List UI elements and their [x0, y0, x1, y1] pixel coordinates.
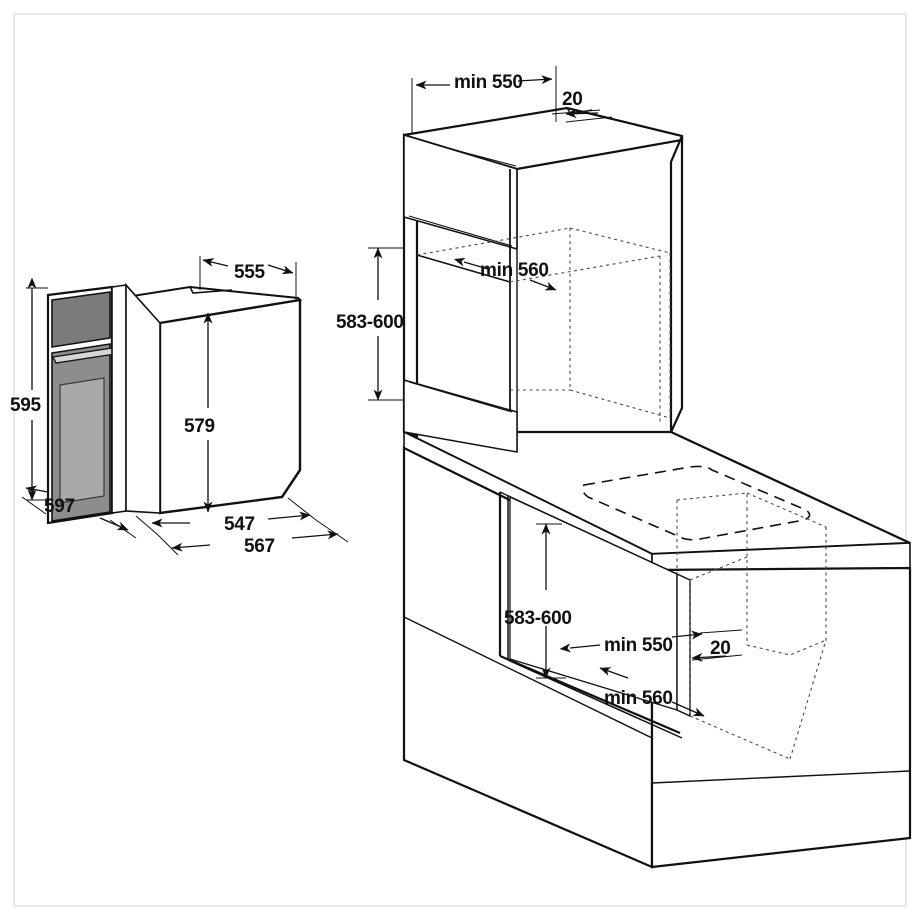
lower-hidden-bottom-c [746, 639, 827, 656]
dim-547: 547 [135, 497, 317, 536]
lower-hidden-oven [676, 492, 827, 760]
lower-hidden-bottom-a [689, 715, 791, 760]
lower-niche-right-panel [676, 572, 691, 718]
oven-top-notch [189, 286, 233, 294]
dim-upper-min560-arrow-right [529, 279, 557, 291]
dim-upper-583-600: 583-600 [336, 247, 404, 401]
dim-top-min550-arrow-right [517, 75, 553, 85]
oven-control-panel [51, 291, 111, 348]
lower-hidden-top-b [746, 492, 827, 528]
dim-555-label: 555 [234, 262, 266, 283]
tall-cabinet [402, 106, 684, 453]
dim-567-label: 567 [244, 536, 275, 557]
dim-top-20-ext-b [565, 116, 613, 123]
oven-chamfer-edge [281, 469, 301, 498]
upper-hidden-niche [416, 227, 671, 424]
lower-niche [498, 491, 691, 739]
dim-lower-20-ext-a [699, 629, 743, 634]
dim-top-20: 20 [551, 89, 613, 123]
dim-lower-583-600: 583-600 [504, 523, 572, 679]
page-border [13, 13, 907, 907]
dim-lower-20-label: 20 [710, 638, 731, 659]
dim-top-min550-label: min 550 [454, 72, 523, 93]
lower-niche-rail-inner [507, 659, 683, 739]
dim-597-label: 597 [44, 496, 75, 517]
dim-lower-min550-arrow-left [559, 643, 601, 653]
dim-lower-583-600-label: 583-600 [504, 608, 572, 629]
lower-hidden-top-a [676, 492, 748, 508]
dim-567-arrow-left [171, 542, 211, 552]
dim-upper-min560: min 560 [453, 257, 557, 291]
dim-top-20-arrow [565, 109, 599, 119]
dim-555: 555 [199, 256, 297, 300]
dim-555-arrow-right [267, 264, 294, 275]
dim-top-min550: min 550 [411, 66, 557, 134]
dim-597-arrow-right [99, 517, 129, 531]
oven-fascia-edge [111, 284, 127, 514]
dim-upper-min560-label: min 560 [480, 260, 549, 281]
base-cabinet-side-panel [650, 566, 912, 869]
dim-547-ext-right [287, 497, 317, 521]
dim-597: 597 [21, 485, 137, 539]
dim-lower-min550: min 550 [559, 630, 703, 656]
cabinet-installation-view: min 550 20 min 560 583-600 [336, 66, 912, 869]
dim-upper-min560-arrow-left [453, 257, 489, 270]
dim-567-arrow-right [291, 530, 339, 540]
dim-lower-min560-arrow-right [671, 701, 705, 717]
dim-579-label: 579 [184, 416, 215, 437]
dim-595-label: 595 [10, 395, 42, 416]
dim-597-arrow-left [25, 485, 49, 495]
dim-567: 567 [157, 519, 349, 557]
lower-niche-rail-outer [499, 654, 681, 735]
dim-lower-min560: min 560 [599, 667, 705, 717]
oven-door-window [59, 377, 105, 504]
dim-547-arrow-right [267, 511, 311, 521]
dim-lower-min560-arrow-left [599, 667, 629, 679]
oven-front-assembly [46, 282, 161, 525]
tall-cabinet-right-panel [669, 135, 684, 433]
dim-567-ext-left [157, 534, 179, 556]
dim-579: 579 [184, 312, 215, 513]
dim-lower-min550-label: min 550 [604, 635, 673, 656]
dim-lower-20: 20 [691, 629, 743, 662]
lower-niche-top-edge [499, 491, 678, 575]
countertop-cutout-outline [581, 465, 811, 541]
dim-lower-min560-label: min 560 [604, 688, 673, 709]
lower-hidden-bottom-b [789, 639, 827, 760]
dim-547-label: 547 [224, 514, 255, 535]
dim-547-ext-left [135, 515, 159, 536]
oven-appliance-view: 595 555 579 597 [10, 256, 349, 557]
tall-cabinet-lower-band-crease [408, 381, 513, 413]
dim-upper-583-600-label: 583-600 [336, 312, 404, 333]
upper-hidden-top-right [569, 227, 671, 254]
countertop-cutout [581, 465, 811, 541]
upper-hidden-bottom-right [569, 389, 671, 419]
dim-555-arrow-left [202, 258, 229, 267]
oven-fascia-to-body [125, 282, 161, 514]
tall-cabinet-lower-band [403, 379, 518, 453]
oven-side-face [158, 298, 302, 515]
tall-cabinet-shelf-upper [416, 254, 511, 283]
base-cabinet-plinth-line [403, 616, 653, 739]
dim-top-20-label: 20 [562, 89, 583, 110]
dim-lower-20-arrow [691, 652, 727, 662]
dim-597-ext-a [21, 496, 47, 515]
dim-lower-min550-arrow-right [671, 630, 703, 640]
base-cabinet-side-plinth-line [651, 770, 911, 784]
